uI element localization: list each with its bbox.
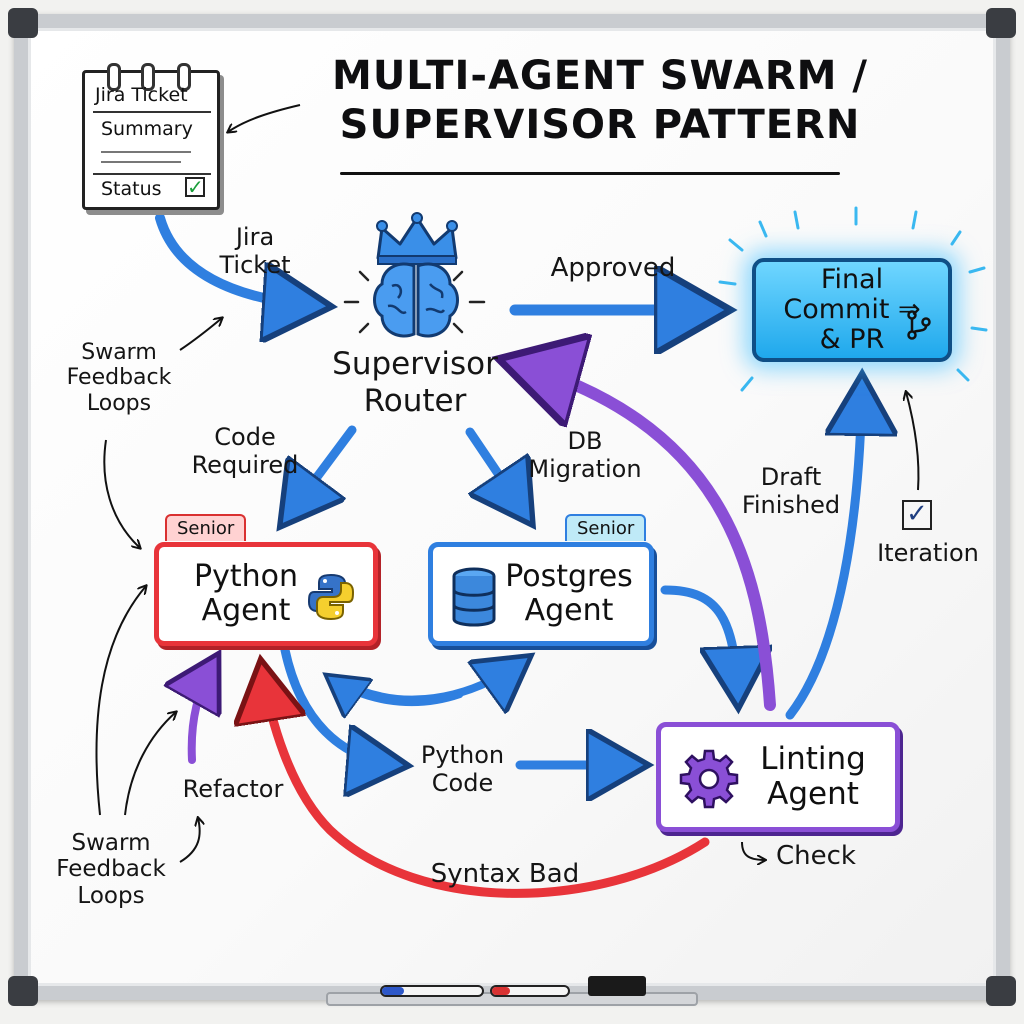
- jira-ticket-card[interactable]: Jira Ticket Summary Status ✓: [82, 63, 220, 210]
- ticket-line: [101, 151, 191, 153]
- edge-draft-finished: [510, 362, 776, 711]
- ticket-status: Status: [101, 178, 162, 200]
- edge-swarm-bottom-2: [124, 712, 176, 816]
- board-corner: [986, 8, 1016, 38]
- brain-icon: [370, 258, 462, 348]
- edge-label-db-migration: DB Migration: [528, 427, 642, 483]
- crown-icon: [372, 212, 462, 272]
- checkmark-icon: ✓: [902, 500, 932, 530]
- ticket-line: [101, 161, 181, 163]
- edge-label-jira-ticket: Jira Ticket: [219, 223, 291, 279]
- supervisor-router-label[interactable]: Supervisor Router: [332, 346, 498, 420]
- ticket-summary: Summary: [101, 118, 193, 140]
- board-corner: [8, 976, 38, 1006]
- ticket-divider: [93, 173, 211, 175]
- edge-postgres-to-linting: [660, 585, 738, 700]
- edge-ticket-to-supervisor: [155, 213, 322, 306]
- postgres-agent-node[interactable]: Postgres Agent: [428, 542, 654, 646]
- final-glow-rays: [718, 206, 988, 392]
- binder-ring: [141, 63, 155, 91]
- edge-label-draft-finished: Draft Finished: [741, 463, 841, 519]
- edge-syntax-bad: [262, 668, 710, 898]
- title-line-1: MULTI-AGENT SWARM /: [332, 53, 868, 99]
- board-corner: [8, 8, 38, 38]
- eraser[interactable]: [588, 976, 646, 996]
- final-commit-label: Final Commit ⇒ & PR: [783, 263, 921, 356]
- python-senior-tag: Senior: [165, 514, 247, 541]
- edge-linting-to-final: [785, 382, 862, 720]
- edge-postgres-python: [330, 678, 463, 703]
- postgres-senior-tag: Senior: [565, 514, 647, 541]
- gear-icon: [679, 749, 739, 813]
- database-icon: [449, 567, 499, 633]
- binder-ring: [107, 63, 121, 91]
- edge-label-refactor: Refactor: [182, 775, 284, 803]
- edge-swarm-top-down: [103, 439, 140, 548]
- edge-refactor: [192, 660, 215, 764]
- edge-title-pointer: [228, 104, 301, 132]
- ticket-divider: [93, 111, 211, 113]
- page-title: MULTI-AGENT SWARM / SUPERVISOR PATTERN: [300, 52, 900, 150]
- ticket-heading: Jira Ticket: [95, 84, 188, 106]
- edge-label-iteration: Iteration: [877, 539, 979, 567]
- edge-label-python-code: Python Code: [420, 741, 505, 797]
- edge-swarm-bottom: [95, 586, 146, 816]
- red-marker[interactable]: [490, 985, 570, 997]
- linting-agent-node[interactable]: Linting Agent: [656, 722, 900, 832]
- python-logo-icon: [305, 571, 357, 627]
- git-branch-icon: [906, 310, 932, 344]
- python-agent-label: Python Agent: [194, 559, 298, 628]
- binder-ring: [177, 63, 191, 91]
- edge-check: [741, 841, 765, 860]
- edge-iteration: [906, 392, 920, 491]
- checkmark-icon: ✓: [185, 175, 205, 199]
- edge-swarm-top: [179, 318, 222, 351]
- swarm-feedback-label-top: Swarm Feedback Loops: [66, 340, 172, 416]
- linting-agent-label: Linting Agent: [760, 741, 866, 812]
- edge-label-approved: Approved: [550, 253, 676, 283]
- python-agent-node[interactable]: Python Agent: [154, 542, 378, 646]
- blue-marker[interactable]: [380, 985, 484, 997]
- board-corner: [986, 976, 1016, 1006]
- supervisor-sparkle-lines: [343, 270, 486, 334]
- title-underline: [340, 172, 840, 175]
- final-commit-node[interactable]: Final Commit ⇒ & PR: [752, 258, 952, 362]
- edge-code-required: [285, 425, 357, 520]
- edge-python-to-code: [280, 645, 400, 765]
- title-line-2: SUPERVISOR PATTERN: [339, 101, 861, 148]
- swarm-feedback-label-bottom: Swarm Feedback Loops: [56, 830, 166, 909]
- edge-refactor-thin: [179, 818, 200, 863]
- edge-label-check: Check: [776, 841, 856, 871]
- edge-label-code-required: Code Required: [191, 423, 299, 479]
- edge-label-syntax-bad: Syntax Bad: [430, 859, 580, 889]
- postgres-agent-label: Postgres Agent: [505, 559, 633, 628]
- edge-db-migration: [465, 427, 528, 518]
